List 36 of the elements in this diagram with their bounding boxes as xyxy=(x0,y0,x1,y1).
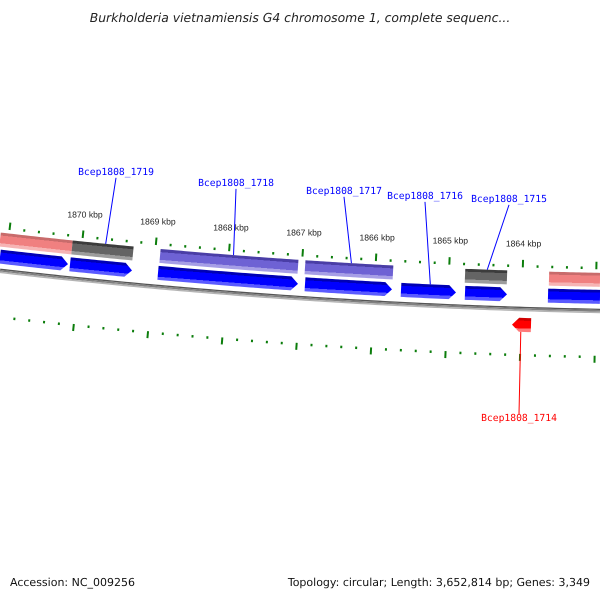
gene-bar xyxy=(548,272,600,287)
position-label: 1868 kbp xyxy=(213,223,249,232)
genome-info-text: Topology: circular; Length: 3,652,814 bp; Genes: 3,349 xyxy=(288,577,590,588)
position-label: 1869 kbp xyxy=(140,217,176,226)
gene-bar xyxy=(0,232,73,254)
cds-feature xyxy=(69,257,132,277)
accession-text: Accession: NC_009256 xyxy=(10,577,136,588)
position-label: 1867 kbp xyxy=(286,228,322,238)
position-label: 1866 kbp xyxy=(359,233,395,242)
position-label: 1864 kbp xyxy=(506,240,542,248)
cds-feature xyxy=(400,282,456,300)
leader-line xyxy=(105,177,116,244)
cds-feature xyxy=(157,266,298,290)
gene-label: Bcep1808_1718 xyxy=(198,179,274,189)
cds-feature xyxy=(0,250,68,270)
position-label: 1870 kbp xyxy=(67,210,103,219)
cds-feature xyxy=(464,286,507,302)
gene-bar xyxy=(159,248,298,274)
gene-label: Bcep1808_1716 xyxy=(387,192,463,202)
cds-feature xyxy=(512,318,532,332)
leader-line xyxy=(344,196,352,264)
leader-line xyxy=(233,188,236,256)
leader-line xyxy=(518,331,522,415)
map-title: Burkholderia vietnamiensis G4 chromosome 1, complete sequenc... xyxy=(90,12,510,24)
cds-feature xyxy=(548,288,600,304)
leader-line xyxy=(486,204,510,270)
gene-label: Bcep1808_1717 xyxy=(306,187,382,197)
gene-bar xyxy=(304,260,394,280)
gene-label: Bcep1808_1719 xyxy=(78,168,154,178)
cds-feature xyxy=(304,277,392,296)
gene-bar xyxy=(464,268,508,284)
gene-bar xyxy=(71,240,134,260)
gene-label: Bcep1808_1715 xyxy=(471,195,547,205)
gene-label: Bcep1808_1714 xyxy=(481,414,557,424)
position-label: 1865 kbp xyxy=(432,236,468,246)
leader-line xyxy=(424,201,431,285)
